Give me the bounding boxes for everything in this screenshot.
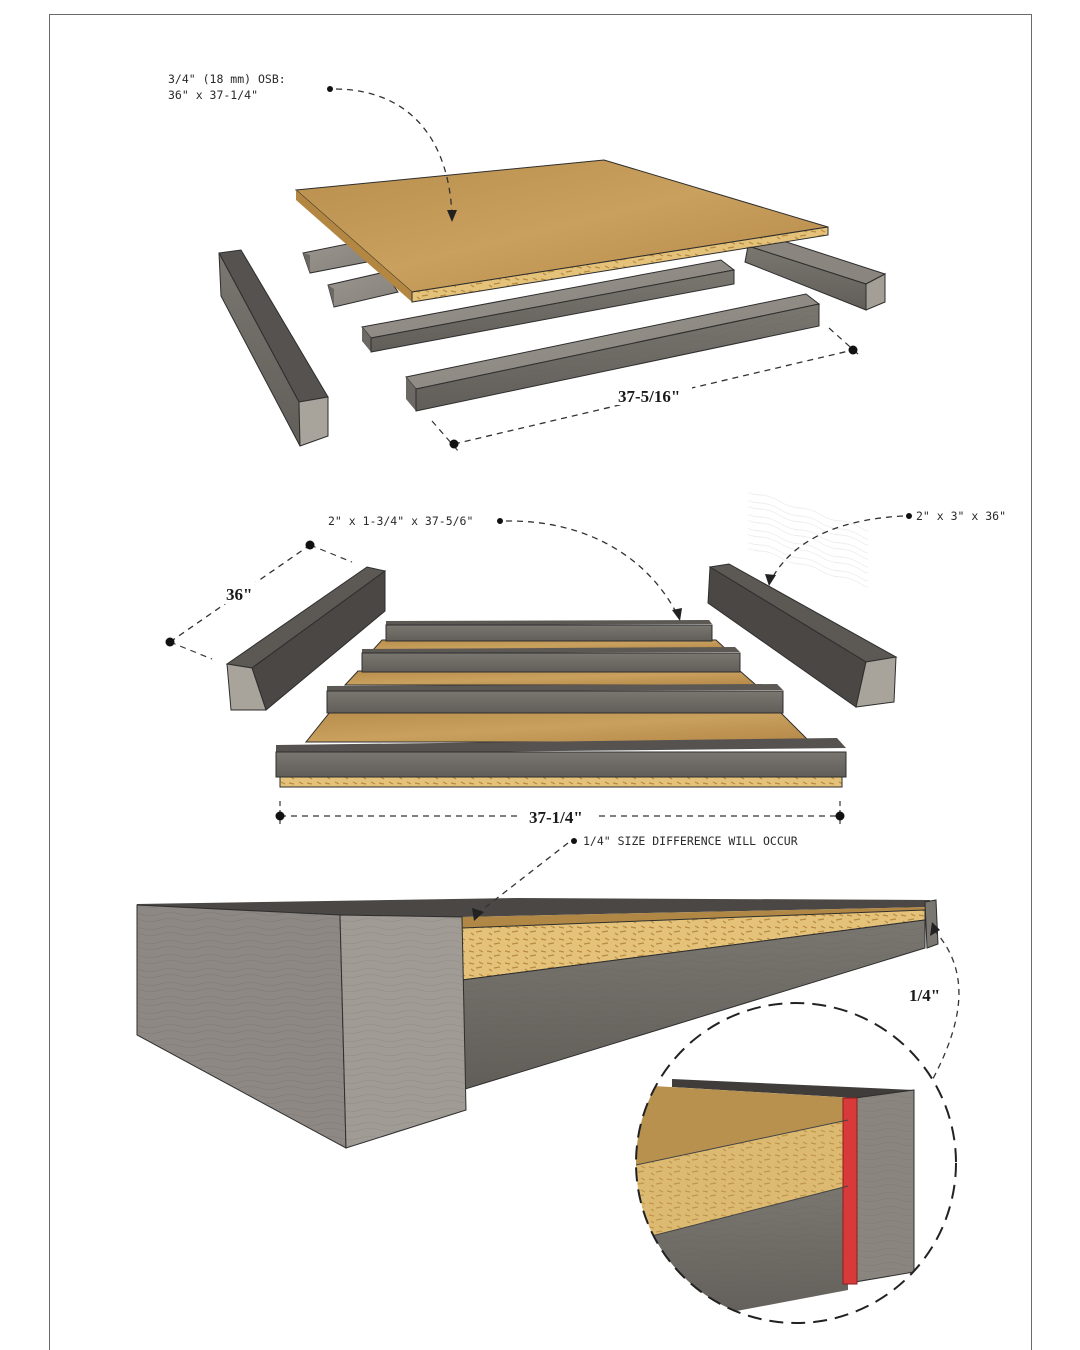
assembly-joist-1 (385, 620, 713, 642)
inner-joist-callout: 2" x 1-3/4" x 37-5/6" (328, 514, 682, 621)
closeup-view (136, 898, 939, 1149)
joist-length-dimension: 37-5/16" (431, 327, 859, 453)
joist-second (327, 271, 399, 308)
osb-callout: 3/4" (18 mm) OSB: 36" x 37-1/4" (168, 72, 457, 222)
rim-length-dimension: 36" (165, 540, 353, 660)
size-difference-label: 1/4" SIZE DIFFERENCE WILL OCCUR (583, 834, 798, 848)
rim-right-exploded (744, 235, 887, 589)
panel-width-label: 37-1/4" (529, 808, 583, 827)
drawing-frame (49, 14, 1032, 1350)
osb-label-line2: 36" x 37-1/4" (168, 88, 258, 102)
rim-length-label: 36" (226, 585, 252, 604)
rim-callout: 2" x 3" x 36" (765, 509, 1006, 586)
osb-label-line1: 3/4" (18 mm) OSB: (168, 72, 286, 86)
assembly-rim-left (225, 566, 387, 711)
joist-front (405, 293, 821, 412)
panel-width-dimension: 37-1/4" (275, 801, 845, 828)
assembly-joist-2 (361, 647, 741, 673)
joist-third (361, 259, 736, 353)
rim-left-exploded (218, 249, 329, 447)
rim-label: 2" x 3" x 36" (916, 509, 1006, 523)
assembly-view (225, 563, 898, 788)
zoom-detail (635, 1002, 957, 1324)
assembly-rim-right (707, 563, 898, 708)
offset-callout: 1/4" (909, 922, 960, 1089)
assembly-joist-3 (326, 684, 784, 714)
osb-sheet (294, 159, 829, 303)
assembly-joist-front (275, 738, 847, 788)
joist-back (302, 242, 368, 274)
inner-joist-label: 2" x 1-3/4" x 37-5/6" (328, 514, 473, 528)
size-difference-callout: 1/4" SIZE DIFFERENCE WILL OCCUR (472, 834, 798, 921)
offset-label: 1/4" (909, 986, 940, 1005)
joist-length-label: 37-5/16" (618, 387, 680, 406)
gap-highlight (842, 1097, 858, 1285)
exploded-view (218, 159, 887, 589)
